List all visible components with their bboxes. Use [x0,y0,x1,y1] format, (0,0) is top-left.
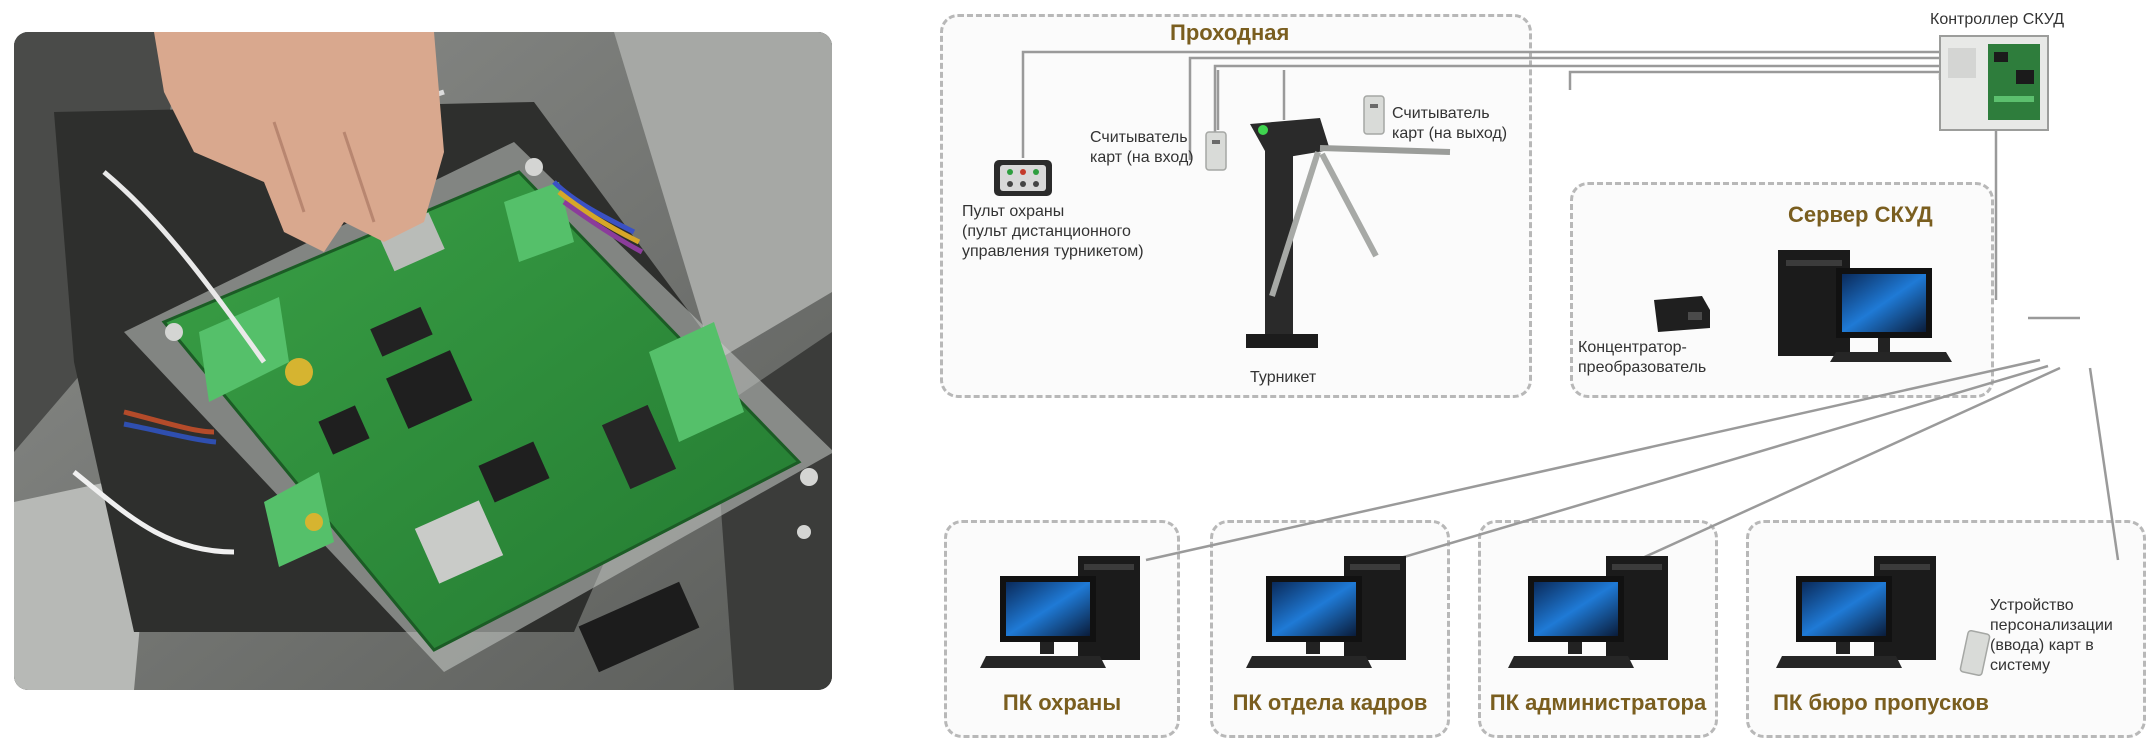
entry-reader-label-line1: Считыватель [1090,129,1188,146]
pc-pass-office-label: ПК бюро пропусков [1773,690,1989,715]
entry-reader-label-line2: карт (на вход) [1090,149,1194,166]
card-device-label-line4: систему [1990,657,2051,674]
guard-panel-device [994,160,1052,196]
checkpoint-zone [940,14,1532,398]
checkpoint-zone-title: Проходная [1170,20,1290,45]
workstation-computers [980,556,1991,677]
pc-hr-computer [1246,556,1406,668]
turnstile-device [1246,118,1451,348]
entry-reader-device [1205,131,1227,171]
server-zone-title: Сервер СКУД [1788,202,1933,227]
pc-admin-label: ПК администратора [1489,690,1707,715]
pc-pass-office-computer [1776,556,1936,668]
card-device-label-line3: (ввода) карт в [1990,637,2094,654]
pc-guard-label: ПК охраны [1002,690,1122,715]
card-device-label-line1: Устройство [1990,597,2074,614]
guard-panel-label-line3: управления турникетом) [962,243,1144,260]
hub-label-line1: Концентратор- [1578,339,1687,356]
hand [154,32,444,252]
exit-reader-device [1363,95,1385,135]
guard-panel-label-line2: (пульт дистанционного [962,223,1131,240]
hub-device [1654,296,1710,332]
guard-panel-label-line1: Пульт охраны [962,203,1065,220]
exit-reader-label-line2: карт (на выход) [1392,125,1508,142]
pc-hr-label: ПК отдела кадров [1232,690,1428,715]
controller-device [1939,35,2049,131]
hub-label-line2: преобразователь [1578,359,1707,376]
pc-admin-computer [1508,556,1668,668]
pc-guard-computer [980,556,1140,668]
controller-board-photo [14,32,832,690]
exit-reader-label-line1: Считыватель [1392,105,1490,122]
turnstile-label: Турникет [1250,369,1317,386]
server-computer [1778,250,1952,362]
card-device-label-line2: персонализации [1990,617,2113,634]
connection-lines [1021,50,2120,562]
pcb-board [161,170,802,673]
access-control-diagram: Проходная Сервер СКУД [930,0,2154,752]
controller-label: Контроллер СКУД [1930,11,2065,28]
